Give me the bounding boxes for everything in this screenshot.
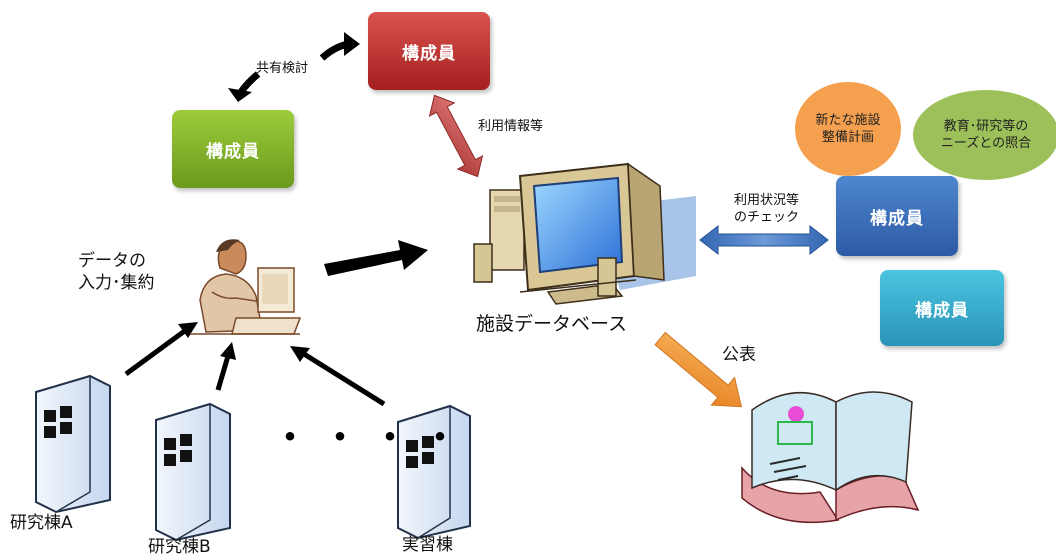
usage-check-line: 利用状況等 xyxy=(734,193,800,208)
database-computer-icon xyxy=(473,162,696,305)
circle-text-line: 教育･研究等の xyxy=(943,119,1029,134)
data-input-label: データの 入力･集約 xyxy=(78,250,155,294)
usage-check-label: 利用状況等 のチェック xyxy=(734,192,799,226)
data-input-line: データの xyxy=(78,251,146,271)
building-b-icon xyxy=(155,402,231,542)
building-a-label: 研究棟A xyxy=(10,513,73,533)
building-b-label: 研究棟B xyxy=(148,537,211,557)
data-input-line: 入力･集約 xyxy=(78,273,155,293)
practice-building-label: 実習棟 xyxy=(402,535,453,555)
operator-icon xyxy=(190,239,302,335)
circle-text-line: 新たな施設 xyxy=(815,113,881,128)
joint-review-arrow-up xyxy=(319,32,360,61)
member-label: 構成員 xyxy=(870,208,924,229)
usage-check-arrow xyxy=(699,224,829,256)
member-box-blue: 構成員 xyxy=(836,176,958,256)
joint-review-arrow-down xyxy=(228,71,261,102)
member-box-green: 構成員 xyxy=(172,110,294,188)
circle-text-line: 整備計画 xyxy=(821,130,874,145)
publish-label: 公表 xyxy=(722,345,756,365)
circle-text-line: ニーズとの照合 xyxy=(940,136,1032,151)
usage-check-line: のチェック xyxy=(734,210,800,225)
member-label: 構成員 xyxy=(206,141,260,162)
usage-info-label: 利用情報等 xyxy=(478,119,544,134)
input-to-database-arrow xyxy=(324,240,428,276)
practice-building-arrow xyxy=(290,346,386,407)
publish-arrow xyxy=(654,331,743,408)
more-buildings-ellipsis: ・・・・ xyxy=(270,415,470,461)
member-label: 構成員 xyxy=(402,43,456,64)
joint-review-label: 共有検討 xyxy=(256,61,309,76)
member-label: 構成員 xyxy=(915,300,969,321)
new-facility-plan-circle: 新たな施設 整備計画 xyxy=(795,82,901,176)
usage-info-arrow xyxy=(428,94,484,178)
building-a-icon xyxy=(35,374,111,514)
needs-matching-circle: 教育･研究等の ニーズとの照合 xyxy=(913,90,1056,180)
database-label: 施設データベース xyxy=(476,313,628,335)
member-box-red: 構成員 xyxy=(368,12,490,90)
practice-building-icon xyxy=(397,404,471,540)
building-b-arrow xyxy=(215,342,236,391)
building-a-arrow xyxy=(124,322,198,377)
member-box-cyan: 構成員 xyxy=(880,270,1004,346)
publication-book-icon xyxy=(741,391,920,524)
